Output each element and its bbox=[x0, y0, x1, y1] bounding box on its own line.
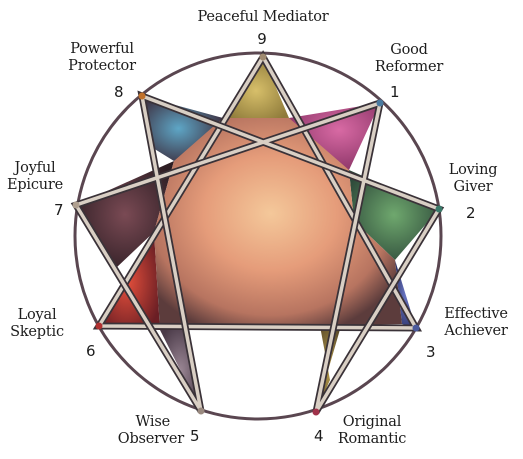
number-type-5: 5 bbox=[190, 427, 200, 445]
label-type-8: Powerful Protector bbox=[62, 41, 142, 75]
region-type-9 bbox=[223, 57, 289, 118]
number-type-2: 2 bbox=[466, 204, 476, 222]
label-type-7: Joyful Epicure bbox=[0, 160, 70, 194]
label-type-3-line2: Achiever bbox=[444, 323, 508, 339]
number-type-4: 4 bbox=[314, 427, 324, 445]
label-type-1-line1: Good bbox=[390, 42, 428, 58]
label-type-6: Loyal Skeptic bbox=[2, 307, 72, 341]
label-type-4: Original Romantic bbox=[330, 414, 414, 448]
label-type-1: Good Reformer bbox=[366, 42, 452, 76]
region-type-2 bbox=[349, 170, 439, 260]
number-type-8: 8 bbox=[114, 83, 124, 101]
label-type-2: Loving Giver bbox=[438, 162, 508, 196]
label-type-8-line1: Powerful bbox=[70, 41, 134, 57]
number-type-1: 1 bbox=[390, 83, 400, 101]
label-type-2-line1: Loving bbox=[448, 162, 498, 178]
label-type-7-line1: Joyful bbox=[14, 160, 56, 176]
label-type-2-line2: Giver bbox=[453, 179, 493, 195]
enneagram-circle bbox=[73, 51, 443, 421]
number-type-9: 9 bbox=[257, 30, 267, 48]
number-type-3: 3 bbox=[426, 343, 436, 361]
region-type-8 bbox=[142, 96, 223, 161]
label-type-8-line2: Protector bbox=[68, 58, 136, 74]
label-type-3: Effective Achiever bbox=[436, 306, 516, 340]
label-type-5-line2: Observer bbox=[117, 431, 184, 447]
label-type-6-line1: Loyal bbox=[17, 307, 57, 323]
label-type-1-line2: Reformer bbox=[374, 59, 444, 75]
label-type-5: Wise Observer bbox=[110, 414, 184, 448]
label-type-9-line1: Peaceful Mediator bbox=[197, 9, 329, 25]
label-type-9: Peaceful Mediator bbox=[180, 9, 346, 26]
number-type-7: 7 bbox=[54, 201, 64, 219]
number-type-6: 6 bbox=[86, 342, 96, 360]
label-type-6-line2: Skeptic bbox=[10, 324, 64, 340]
label-type-4-line2: Romantic bbox=[337, 431, 407, 447]
label-type-7-line2: Epicure bbox=[6, 177, 64, 193]
label-type-3-line1: Effective bbox=[444, 306, 508, 322]
label-type-4-line1: Original bbox=[342, 414, 402, 430]
label-type-5-line1: Wise bbox=[135, 414, 170, 430]
